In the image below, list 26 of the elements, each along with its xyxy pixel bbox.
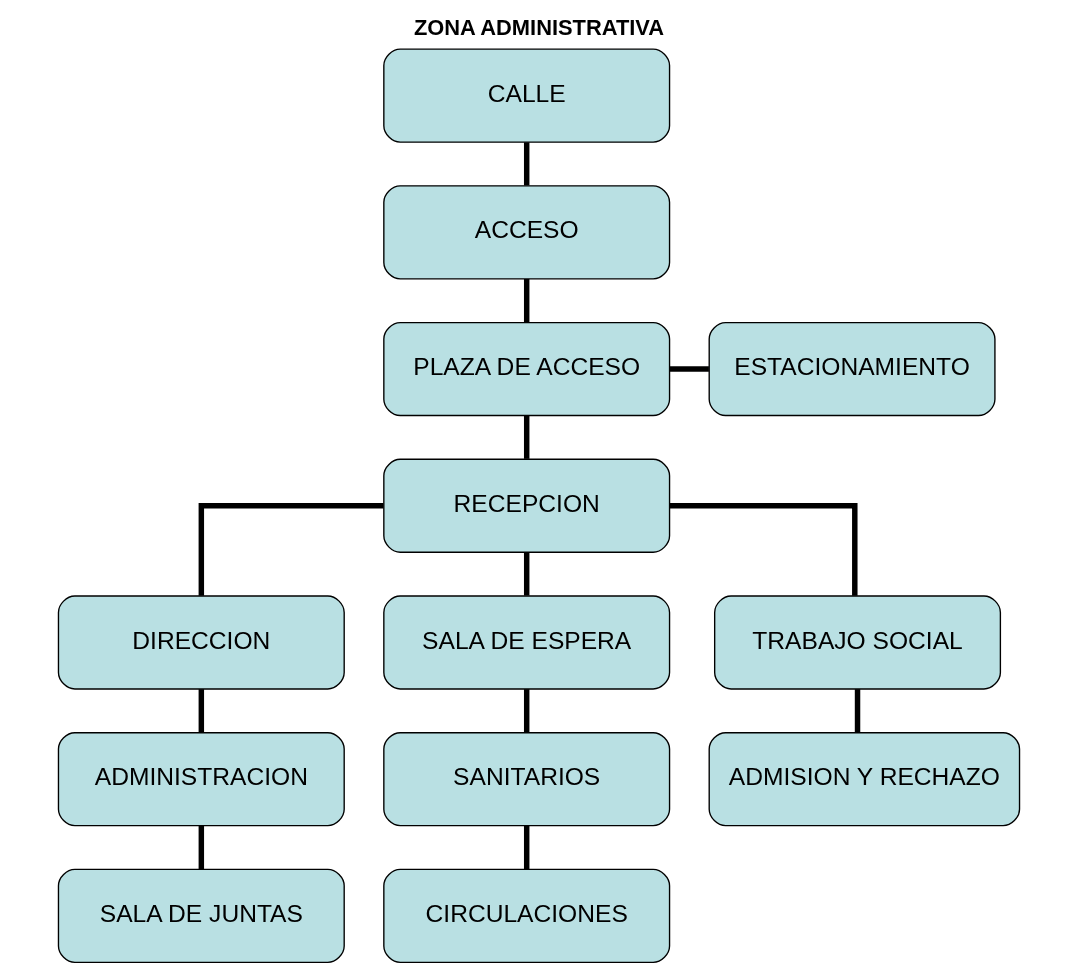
node-box: ACCESO <box>383 185 671 280</box>
connector <box>523 552 530 596</box>
node-box: CALLE <box>383 48 671 143</box>
connector <box>523 825 530 869</box>
connector <box>198 503 384 596</box>
node-box: CIRCULACIONES <box>383 868 671 964</box>
connector <box>523 279 530 323</box>
node-box: ADMISION Y RECHAZO <box>708 732 1021 827</box>
node-box: PLAZA DE ACCESO <box>383 321 671 417</box>
connector <box>198 689 205 733</box>
node-box: SALA DE JUNTAS <box>57 868 345 964</box>
connector <box>523 689 530 733</box>
node-box: DIRECCION <box>57 595 345 690</box>
connector <box>198 825 205 869</box>
connector <box>669 366 709 372</box>
node-box: TRABAJO SOCIAL <box>714 595 1002 690</box>
node-box: ESTACIONAMIENTO <box>708 321 996 417</box>
node-box: SANITARIOS <box>383 732 671 827</box>
node-box: SALA DE ESPERA <box>383 595 671 690</box>
node-box: ADMINISTRACION <box>57 732 345 827</box>
diagram-title: ZONA ADMINISTRATIVA <box>413 15 665 41</box>
connector <box>854 689 861 733</box>
connector <box>523 415 530 459</box>
connector <box>669 503 858 596</box>
node-box: RECEPCION <box>383 458 671 553</box>
connector <box>523 142 530 186</box>
